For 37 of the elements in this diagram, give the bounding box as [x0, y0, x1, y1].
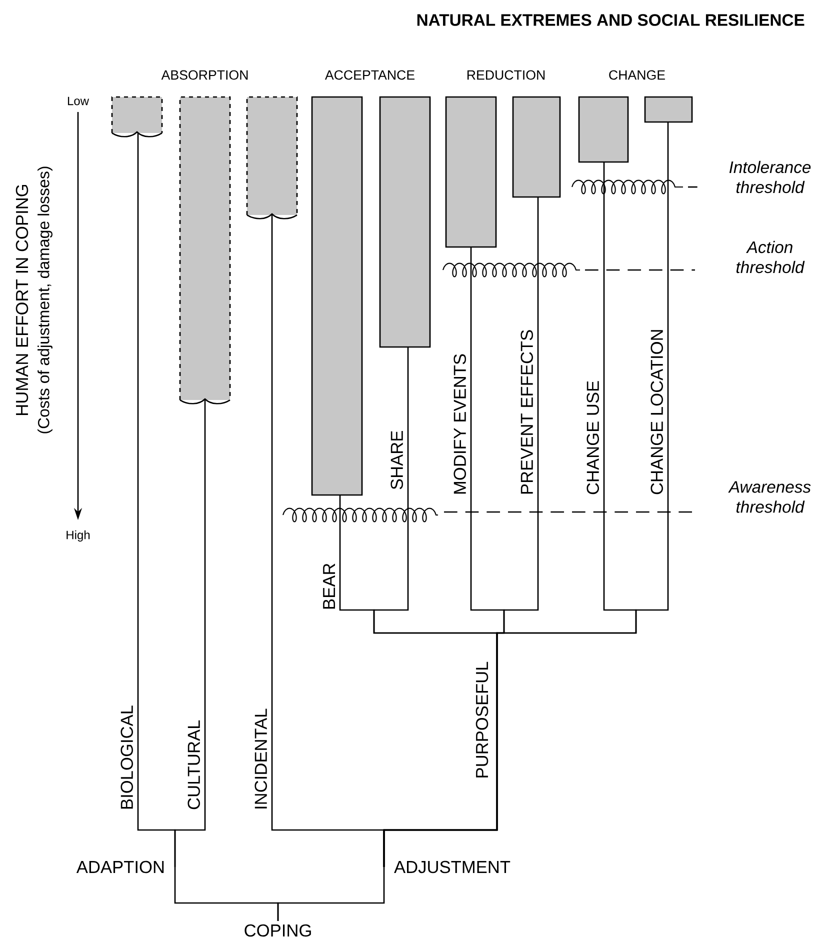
axis-label: High	[66, 530, 90, 542]
bar	[311, 96, 363, 496]
title: NATURAL EXTREMES AND SOCIAL RESILIENCE	[417, 14, 804, 26]
edge-label: BIOLOGICAL	[120, 706, 133, 809]
bar	[512, 96, 561, 198]
axis-title: HUMAN EFFORT IN COPING	[16, 184, 28, 415]
connector-line	[277, 867, 385, 921]
bar	[644, 96, 693, 123]
group-heading: CHANGE	[609, 70, 665, 80]
bar	[179, 96, 231, 404]
edge-label: INCIDENTAL	[254, 708, 267, 808]
connector-line	[174, 400, 206, 867]
edge-label: CHANGE USE	[586, 381, 599, 494]
threshold-label: Action threshold	[736, 240, 805, 274]
branch-label: PURPOSEFUL	[476, 662, 488, 778]
edge-label: MODIFY EVENTS	[454, 354, 466, 494]
edge-label: CHANGE LOCATION	[650, 330, 663, 494]
bar	[111, 96, 163, 138]
edge-label: BEAR	[323, 564, 335, 609]
bar	[379, 96, 431, 348]
axis-subtitle: (Costs of adjustment, damage losses)	[38, 166, 52, 434]
edge-label: CULTURAL	[188, 720, 200, 810]
bar	[246, 96, 298, 220]
group-heading: REDUCTION	[467, 70, 545, 80]
bar	[578, 96, 629, 163]
branch-label: COPING	[244, 924, 311, 937]
bar	[445, 96, 497, 248]
group-heading: ABSORPTION	[161, 70, 248, 80]
connector-line	[383, 122, 669, 867]
branch-label: ADAPTION	[76, 860, 164, 874]
threshold-label: Intolerance threshold	[729, 160, 811, 194]
group-heading: ACCEPTANCE	[324, 70, 414, 80]
threshold-label: Awareness threshold	[728, 481, 811, 513]
edge-label: SHARE	[390, 431, 403, 490]
edge-label: PREVENT EFFECTS	[520, 330, 533, 494]
branch-label: ADJUSTMENT	[394, 860, 510, 874]
axis-label: Low	[68, 96, 90, 106]
